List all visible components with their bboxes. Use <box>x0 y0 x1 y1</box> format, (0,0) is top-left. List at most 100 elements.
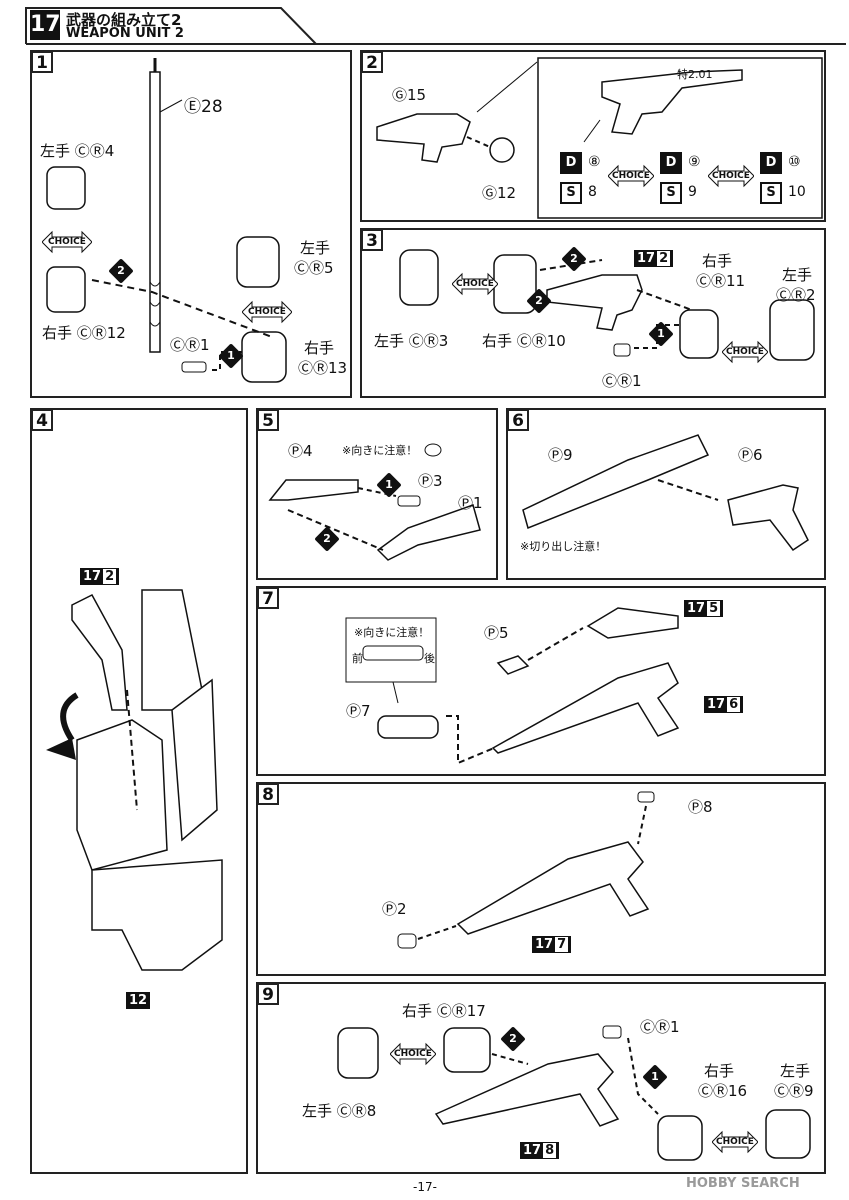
step-marker: 1 <box>648 321 674 347</box>
panel-6: 6 Ⓟ9 Ⓟ6 ※切り出し注意！ <box>506 408 826 580</box>
choice-arrow: CHOICE <box>452 272 498 296</box>
part-label-cr1: ⒸⓇ1 <box>170 336 210 354</box>
part-label-cr16: ⒸⓇ16 <box>698 1082 748 1100</box>
part-label-p2: Ⓟ2 <box>382 900 407 918</box>
leg-holster-illustration <box>46 589 223 971</box>
panel-1: 1 Ⓔ28 左手 ⒸⓇ4 左手 ⒸⓇ5 右手 ⒸⓇ12 ⒸⓇ1 右手 ⒸⓇ13 … <box>30 50 352 398</box>
header-title-jp: 武器の組み立て2 <box>66 11 182 29</box>
choice-text: CHOICE <box>612 171 650 181</box>
panel-number: 2 <box>361 51 383 73</box>
back-label: 後 <box>424 652 435 665</box>
inset-marking-text: 特2.01 <box>677 68 713 81</box>
choice-arrow: CHOICE <box>390 1042 436 1066</box>
part-label-cr13: ⒸⓇ13 <box>298 359 348 377</box>
part-label-g12: Ⓖ12 <box>482 184 517 202</box>
choice-text: CHOICE <box>712 171 750 181</box>
step-marker: 1 <box>376 472 402 498</box>
part-label-p1: Ⓟ1 <box>458 494 483 512</box>
revolver-hands-illustration <box>399 249 815 361</box>
part-label-right-hand: 右手 <box>704 1062 735 1080</box>
step-marker: 1 <box>642 1064 668 1090</box>
part-label-cr10: 右手 ⒸⓇ10 <box>482 332 566 350</box>
part-label-cr9: ⒸⓇ9 <box>774 1082 814 1100</box>
staff-and-hands-illustration <box>46 58 287 383</box>
cut-caution-note: ※切り出し注意！ <box>520 540 607 553</box>
part-label-cr5: ⒸⓇ5 <box>294 259 334 277</box>
orientation-caution-note: ※向きに注意！ <box>342 444 418 457</box>
panel-number: 7 <box>257 587 279 609</box>
choice-text: CHOICE <box>726 347 764 357</box>
choice-arrow: CHOICE <box>708 164 754 188</box>
panel-number: 1 <box>31 51 53 73</box>
shotgun-hands-illustration <box>337 1025 811 1161</box>
choice-arrow: CHOICE <box>722 340 768 364</box>
part-label-left-hand: 左手 <box>782 266 813 284</box>
panel-number: 6 <box>507 409 529 431</box>
orientation-caution-note: ※向きに注意！ <box>354 626 430 639</box>
part-label-p4: Ⓟ4 <box>288 442 313 460</box>
header-title-en: WEAPON UNIT 2 <box>66 26 184 41</box>
part-label-left-hand: 左手 <box>780 1062 811 1080</box>
shotgun-body-illustration <box>522 434 809 552</box>
header: 17 武器の組み立て2 WEAPON UNIT 2 <box>25 6 846 45</box>
part-label-cr11: ⒸⓇ11 <box>696 272 746 290</box>
part-label-cr12: 右手 ⒸⓇ12 <box>42 324 126 342</box>
choice-arrow: CHOICE <box>712 1130 758 1154</box>
part-label-p5: Ⓟ5 <box>484 624 509 642</box>
panel-number: 3 <box>361 229 383 251</box>
choice-arrow: CHOICE <box>42 230 92 254</box>
part-label-p6: Ⓟ6 <box>738 446 763 464</box>
step-marker: 2 <box>108 258 134 284</box>
choice-text: CHOICE <box>716 1137 754 1147</box>
part-label-cr1: ⒸⓇ1 <box>602 372 642 390</box>
step-marker: 2 <box>314 526 340 552</box>
header-step-number: 17 <box>30 10 61 40</box>
part-label-right-hand: 右手 <box>304 339 335 357</box>
part-label-cr2: ⒸⓇ2 <box>776 286 816 304</box>
shotgun-assembly-illustration <box>345 607 680 765</box>
part-label-cr3: 左手 ⒸⓇ3 <box>374 332 449 350</box>
panel-number: 5 <box>257 409 279 431</box>
shotgun-complete-illustration <box>397 791 655 949</box>
subassembly-tag: 12 <box>126 992 151 1009</box>
choice-text: CHOICE <box>456 279 494 289</box>
stock-parts-illustration <box>268 443 481 561</box>
step-marker: 2 <box>500 1026 526 1052</box>
part-label-cr17: 右手 ⒸⓇ17 <box>402 1002 486 1020</box>
header-tab-shape <box>25 7 846 45</box>
choice-text: CHOICE <box>248 307 286 317</box>
front-label: 前 <box>352 652 363 665</box>
step-marker: 1 <box>218 343 244 369</box>
choice-text: CHOICE <box>48 237 86 247</box>
panel-number: 4 <box>31 409 53 431</box>
part-label-g15: Ⓖ15 <box>392 86 427 104</box>
part-label-left-hand: 左手 <box>300 239 331 257</box>
watermark: HOBBY SEARCH <box>686 1176 800 1191</box>
panel-5: 5 Ⓟ4 Ⓟ3 Ⓟ1 ※向きに注意！ 1 2 <box>256 408 498 580</box>
choice-arrow: CHOICE <box>242 300 292 324</box>
part-label-cr4: 左手 ⒸⓇ4 <box>40 142 115 160</box>
part-label-cr8: 左手 ⒸⓇ8 <box>302 1102 377 1120</box>
choice-arrow: CHOICE <box>608 164 654 188</box>
page-number: -17- <box>413 1180 437 1194</box>
part-label-right-hand: 右手 <box>702 252 733 270</box>
step-marker: 2 <box>526 288 552 314</box>
step-marker: 2 <box>561 246 587 272</box>
